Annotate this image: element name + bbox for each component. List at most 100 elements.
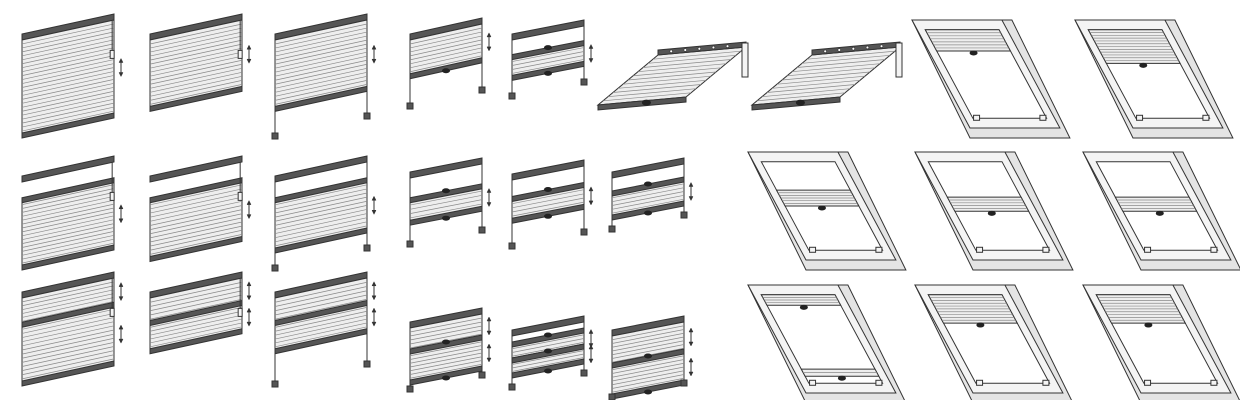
move-arrow-icon: [588, 186, 594, 206]
pleat-line: [806, 50, 896, 60]
pleat-line: [21, 317, 115, 338]
pleat-line: [409, 51, 483, 69]
pleat-line: [761, 88, 851, 98]
grip-handle: [976, 322, 985, 328]
pleat-line: [611, 340, 685, 356]
head-rail: [611, 157, 685, 179]
blind-16: [508, 315, 594, 391]
ceiling-blind-2: [750, 41, 903, 111]
pleat-line: [274, 35, 368, 57]
arrow-head-up: [246, 200, 252, 205]
pleat-band-0: [409, 23, 492, 80]
pleat-line: [632, 67, 722, 77]
arrow-head-up: [688, 327, 694, 333]
pleat-line: [21, 184, 115, 205]
grip-handle: [1139, 62, 1148, 68]
blind-13: [149, 271, 252, 355]
foot-bracket: [406, 240, 414, 248]
foot-bracket: [363, 360, 371, 368]
pleat-line: [149, 188, 243, 210]
pleat-line: [511, 350, 585, 365]
foot-bracket: [363, 112, 371, 120]
pleat-line: [274, 67, 368, 89]
bottom-rail: [274, 85, 368, 113]
pleat-line: [149, 67, 243, 89]
pleat-line: [274, 188, 368, 210]
pleat-line: [21, 215, 115, 237]
pleat-line: [611, 355, 685, 371]
rail-fixing: [851, 47, 856, 51]
top-rail: [409, 183, 483, 204]
move-arrow-icon: [118, 282, 124, 302]
pleat-line: [274, 200, 368, 222]
pleat-line: [611, 183, 685, 199]
blind-9: [406, 157, 492, 248]
move-arrow-icon: [688, 357, 694, 377]
pleat-line: [611, 374, 685, 389]
grip-handle: [1155, 210, 1164, 216]
pleat-band-0: [21, 19, 124, 139]
pleat-line: [149, 326, 243, 348]
grip-handle: [641, 99, 651, 106]
pleat-line: [21, 342, 115, 363]
pleat-line: [611, 329, 685, 344]
cord-tassel: [237, 191, 243, 201]
pleat-line: [612, 84, 702, 93]
roof-pleat-band-0: [1114, 196, 1198, 216]
pleat-line: [21, 27, 115, 49]
roof-blind-3: [747, 151, 907, 271]
pleat-line: [409, 39, 483, 57]
pleat-line: [274, 326, 368, 348]
pleat-line: [611, 366, 685, 382]
blind-10: [508, 159, 594, 250]
bottom-rail: [149, 85, 243, 113]
bottom-rail: [274, 227, 368, 254]
side-bracket: [895, 42, 903, 78]
rail-fixing: [865, 45, 870, 50]
pleat-line: [511, 47, 585, 62]
top-rail: [274, 177, 368, 204]
pleat-line: [409, 329, 483, 345]
rail-fixing: [823, 49, 827, 53]
grip-handle: [442, 188, 450, 194]
roof-blind-2: [1074, 19, 1234, 139]
foot-bracket: [680, 211, 688, 219]
arrow-head-up: [486, 32, 492, 38]
pleat-line: [611, 194, 685, 210]
pleat-line: [21, 75, 115, 96]
arrow-head-down: [371, 321, 377, 327]
frame-clip: [875, 379, 883, 386]
pleat-line: [801, 54, 891, 64]
arrow-head-up: [371, 195, 377, 201]
pleat-line: [274, 225, 368, 247]
pleat-line: [21, 337, 115, 359]
head-rail: [511, 315, 585, 337]
pleat-line: [21, 242, 115, 264]
foot-bracket: [580, 369, 588, 377]
pleat-line: [21, 39, 115, 61]
arrow-head-down: [246, 321, 252, 327]
pleat-band-1: [149, 299, 252, 355]
grip-handle: [544, 332, 552, 338]
bottom-rail: [21, 244, 115, 271]
pleat-line: [409, 47, 483, 65]
frame-clip: [976, 246, 984, 253]
grip-handle: [799, 304, 808, 310]
grip-handle: [544, 368, 552, 374]
blind-12: [21, 271, 124, 387]
pleat-line: [21, 219, 115, 241]
head-rail: [511, 19, 585, 41]
pleat-line: [409, 203, 483, 219]
pleat-line: [149, 205, 243, 226]
blind-14: [271, 271, 377, 388]
pleat-band-0: [409, 183, 492, 226]
pleat-band-1: [409, 334, 492, 386]
grip-handle: [817, 205, 826, 211]
rail-fixing: [683, 48, 687, 52]
pleat-line: [511, 201, 585, 217]
pleat-band-0: [511, 39, 594, 82]
grip-handle: [442, 68, 450, 74]
pleat-line: [21, 199, 115, 221]
move-arrow-icon: [486, 343, 492, 363]
blind-2: [149, 13, 252, 113]
